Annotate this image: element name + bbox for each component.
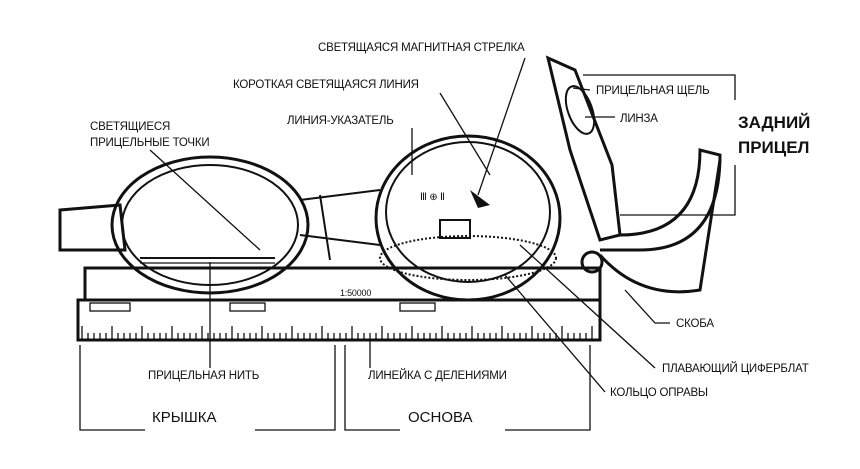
leader-lines xyxy=(79,57,736,431)
ruler-ticks xyxy=(81,326,593,340)
label-sighting-wire: ПРИЦЕЛЬНАЯ НИТЬ xyxy=(148,370,259,382)
dial-marks: Ⅲ ⊕ Ⅱ xyxy=(420,192,445,203)
label-rear-sight-1: ЗАДНИЙ xyxy=(738,113,810,132)
label-thumb-loop: СКОБА xyxy=(676,318,714,330)
label-short-luminous-line: КОРОТКАЯ СВЕТЯЩАЯСЯ ЛИНИЯ xyxy=(233,79,419,91)
label-floating-dial: ПЛАВАЮЩИЙ ЦИФЕРБЛАТ xyxy=(662,362,809,375)
label-cover: КРЫШКА xyxy=(152,409,217,426)
scale-text: 1:50000 xyxy=(340,288,371,298)
label-base: ОСНОВА xyxy=(408,409,473,426)
magnetic-arrow xyxy=(470,190,490,208)
label-luminous-dots-1: СВЕТЯЩИЕСЯ xyxy=(90,121,170,133)
label-luminous-magnetic-arrow: СВЕТЯЩАЯСЯ МАГНИТНАЯ СТРЕЛКА xyxy=(318,42,525,54)
compass-base: 1:50000 xyxy=(76,266,602,342)
label-index-line: ЛИНИЯ-УКАЗАТЕЛЬ xyxy=(287,115,394,127)
compass-dial: Ⅲ ⊕ Ⅱ xyxy=(374,134,562,302)
label-bezel-ring: КОЛЬЦО ОПРАВЫ xyxy=(610,387,708,399)
label-sighting-slot: ПРИЦЕЛЬНАЯ ЩЕЛЬ xyxy=(596,85,710,97)
label-luminous-dots-2: ПРИЦЕЛЬНЫЕ ТОЧКИ xyxy=(90,137,209,149)
label-graduated-ruler: ЛИНЕЙКА С ДЕЛЕНИЯМИ xyxy=(368,369,507,382)
label-rear-sight-2: ПРИЦЕЛ xyxy=(738,138,809,157)
label-lens: ЛИНЗА xyxy=(620,113,658,125)
cover-ring xyxy=(58,155,381,295)
rear-sight xyxy=(545,55,722,294)
